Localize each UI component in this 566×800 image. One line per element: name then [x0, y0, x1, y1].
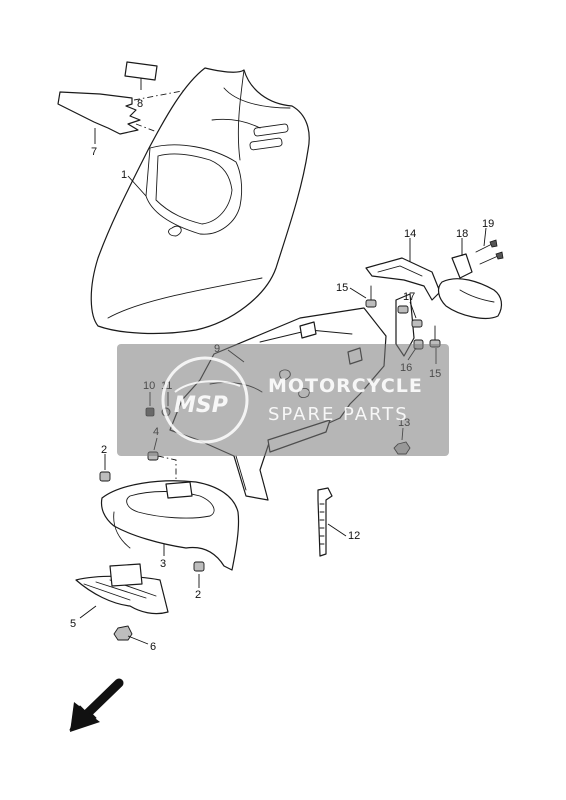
part-3-lower-housing [100, 480, 240, 571]
part-5-bottom-plate [75, 563, 169, 615]
watermark-line1: MOTORCYCLE [268, 375, 423, 397]
watermark: MSP MOTORCYCLE SPARE PARTS [117, 344, 449, 456]
part-15-bolt-upper [365, 285, 377, 308]
callout-19: 19 [482, 218, 494, 230]
part-6-bolt [113, 625, 133, 641]
callout-14: 14 [404, 228, 416, 240]
part-17-nuts [397, 305, 423, 328]
callout-1: 1 [121, 169, 127, 181]
part-18-guard [437, 253, 503, 319]
part-1-front-cowl [90, 67, 310, 335]
callout-5: 5 [70, 618, 76, 630]
part-12-cable-tie [317, 487, 333, 557]
part-19-screws [475, 239, 504, 265]
callout-18: 18 [456, 228, 468, 240]
part-2-clip-upper [99, 471, 111, 482]
part-2-clip-lower [193, 561, 205, 572]
callout-3: 3 [160, 558, 166, 570]
part-4-screw [147, 451, 177, 484]
callout-2-upper: 2 [101, 444, 107, 456]
part-15-bolt-lower [429, 325, 441, 348]
watermark-line2: SPARE PARTS [268, 404, 409, 425]
callout-12: 12 [348, 530, 360, 542]
callout-6: 6 [150, 641, 156, 653]
front-direction-arrow-icon [69, 678, 124, 732]
watermark-logo: MSP [174, 393, 228, 418]
callout-17: 17 [403, 291, 415, 303]
part-8-emblem [124, 61, 158, 81]
callout-2-lower: 2 [195, 589, 201, 601]
callout-15-upper: 15 [336, 282, 348, 294]
callout-7: 7 [91, 146, 97, 158]
callout-8: 8 [137, 98, 143, 110]
